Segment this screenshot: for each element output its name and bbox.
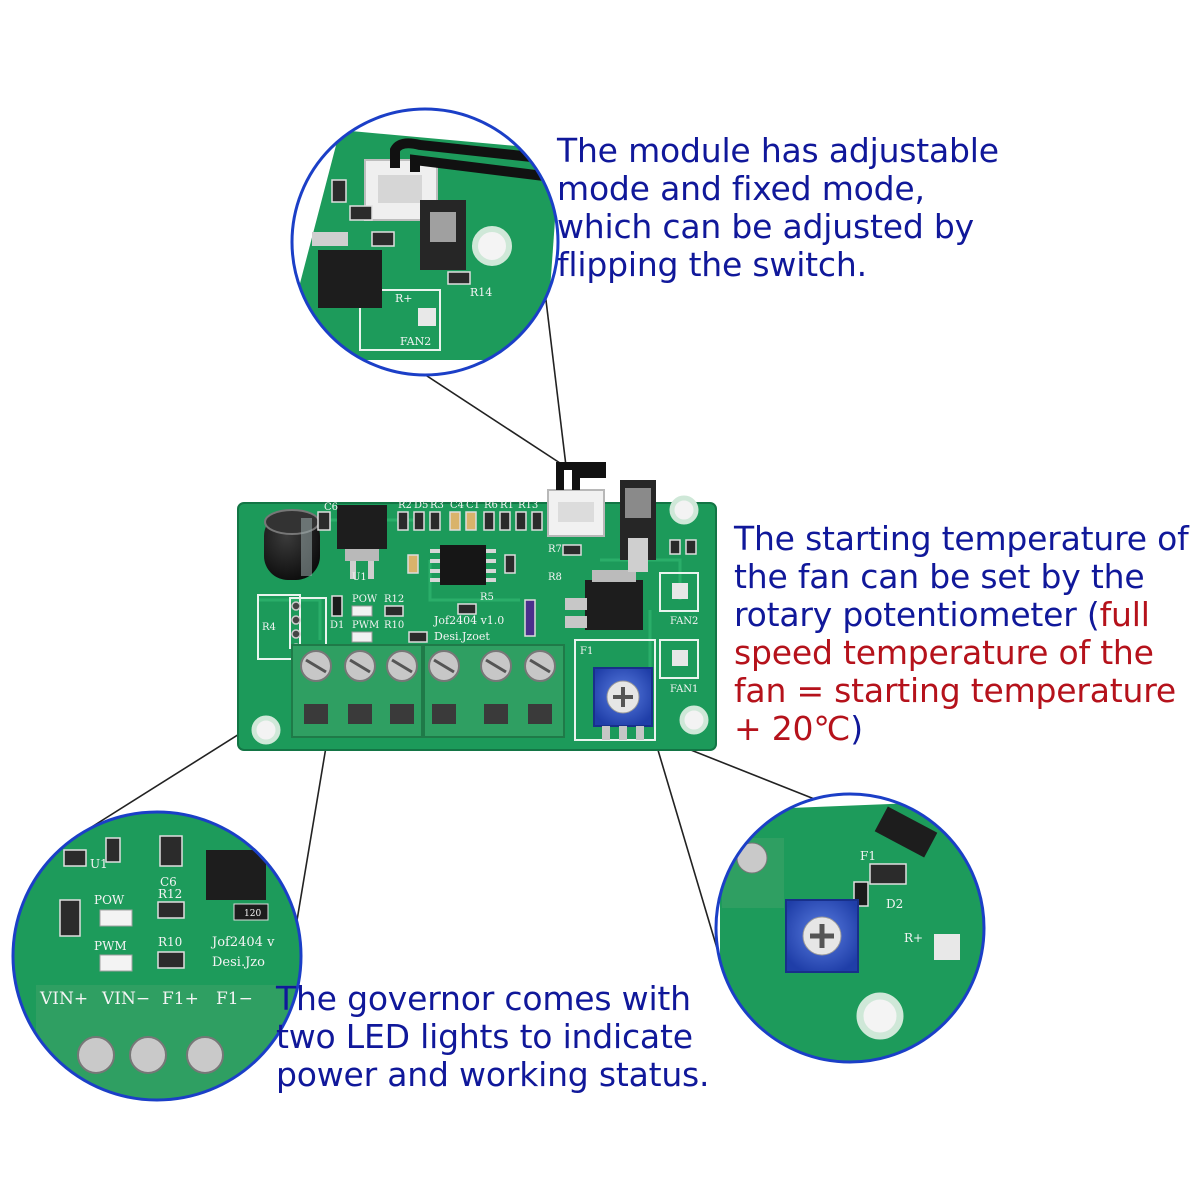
silk-r7: R7: [548, 544, 562, 555]
silk-r5: R5: [480, 592, 494, 603]
led-indicators: [351, 605, 373, 643]
zoom-led-silk-designer: Desi.Jzo: [212, 955, 265, 970]
silk-r1: R1: [500, 500, 514, 511]
pcb-board: R2 D5 R3 C4 C1 R6 R1 R13 POW PWM R12 R10…: [237, 462, 717, 751]
zoom-led-silk-pow: POW: [94, 893, 125, 907]
voltage-regulator: [337, 505, 387, 579]
silk-d5: D5: [414, 500, 428, 511]
caption-led-lights: The governor comes with two LED lights t…: [276, 979, 710, 1094]
caption-start-temperature: The starting temperature of the fan can …: [734, 520, 1200, 748]
silk-r8: R8: [548, 572, 562, 583]
zoom-led-silk-u1: U1: [90, 857, 108, 871]
zoom-led-terminal-f1-minus: F1−: [216, 989, 253, 1009]
fan-connector-pads: [672, 583, 688, 666]
silk-r12: R12: [384, 594, 404, 605]
caption-temperature-close: ): [850, 709, 863, 748]
caption-mode-switch: The module has adjustable mode and fixed…: [557, 131, 999, 284]
silk-pwm: PWM: [352, 620, 379, 631]
zoom-led-resistor-code: 120: [244, 909, 261, 919]
zoom-switch-silk-r: R+: [395, 292, 413, 305]
silkscreen-labels: R2 D5 R3 C4 C1 R6 R1 R13 POW PWM R12 R10…: [262, 500, 698, 695]
silk-r6: R6: [484, 500, 498, 511]
control-ic: [430, 545, 496, 585]
smd-components: [317, 511, 697, 643]
fan-jst-connector: [547, 462, 606, 537]
silk-version: Jof2404 v1.0: [433, 614, 504, 627]
silk-r2: R2: [398, 500, 412, 511]
mode-slide-switch: [620, 480, 656, 572]
caption-temperature-text: The starting temperature of the fan can …: [734, 519, 1189, 634]
zoom-pot-silk-d2: D2: [886, 897, 903, 911]
zoom-led-terminal-vin-minus: VIN−: [101, 989, 150, 1009]
zoom-led-silk-r12: R12: [158, 887, 182, 901]
screw-terminal-block: [291, 644, 565, 738]
silk-pow: POW: [352, 594, 378, 605]
zoom-pot-silk-f1: F1: [860, 849, 876, 863]
silk-f1: F1: [580, 646, 593, 657]
zoom-led-terminal-f1-plus: F1+: [162, 989, 199, 1009]
silk-c1: C1: [466, 500, 480, 511]
silk-fan2: FAN2: [670, 616, 698, 627]
silk-r13: R13: [518, 500, 538, 511]
zoom-led-silk-c6: C6: [160, 875, 177, 889]
silk-c6: C6: [324, 502, 338, 513]
zoom-circle-led: U1 C6 POW PWM R12 R10 120 Jof2404 v Desi…: [11, 810, 303, 1102]
silk-r4: R4: [262, 622, 276, 633]
zoom-circle-potentiometer: F1 D2 R+: [714, 792, 986, 1064]
zoom-circle-switch: R+ FAN2 R14: [290, 107, 560, 377]
silk-c4: C4: [450, 500, 464, 511]
mosfet: [565, 570, 643, 630]
zoom-pot-silk-r: R+: [904, 931, 923, 945]
zoom-led-silk-r10: R10: [158, 935, 182, 949]
rotary-potentiometer: [593, 667, 653, 740]
silk-designer: Desi.Jzoet: [434, 630, 490, 643]
electrolytic-capacitor: [264, 509, 320, 580]
zoom-switch-silk-fan2: FAN2: [400, 335, 431, 348]
zoom-led-silk-pwm: PWM: [94, 939, 127, 953]
silk-fan1: FAN1: [670, 684, 698, 695]
zoom-led-silk-version: Jof2404 v: [210, 935, 275, 950]
zoom-led-terminal-vin-plus: VIN+: [39, 989, 88, 1009]
silk-r3: R3: [430, 500, 444, 511]
caption-full-speed-formula: full speed temperature of the fan = star…: [734, 595, 1176, 748]
silk-u1: U1: [352, 572, 367, 583]
silk-r10: R10: [384, 620, 404, 631]
zoom-switch-silk-r14: R14: [470, 286, 492, 299]
silk-d1: D1: [330, 620, 344, 631]
